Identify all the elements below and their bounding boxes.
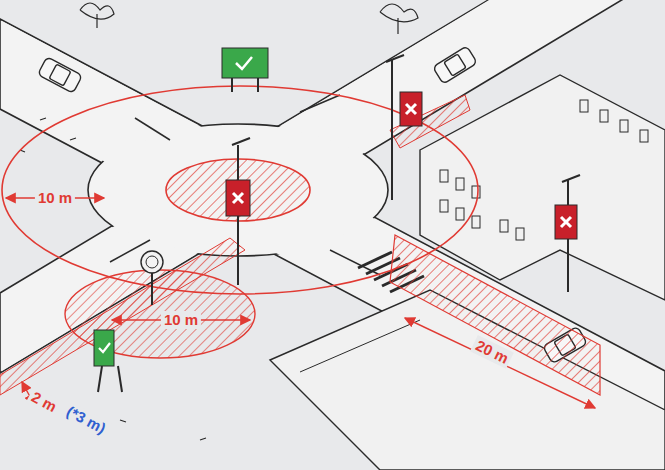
lane-marks (110, 95, 380, 275)
dimension-label: 10 m (161, 311, 201, 329)
forbidden-sign (226, 92, 577, 239)
dimension-lines (6, 198, 595, 408)
dimension-label: 2 m (26, 387, 63, 418)
restricted-zones (0, 86, 600, 395)
poles (98, 55, 580, 392)
allowed-sign (94, 48, 268, 366)
dimension-label: 10 m (35, 189, 75, 207)
dimension-label: (*3 m) (61, 401, 112, 439)
trees (20, 3, 418, 440)
windows (300, 100, 648, 372)
buildings (270, 75, 665, 470)
